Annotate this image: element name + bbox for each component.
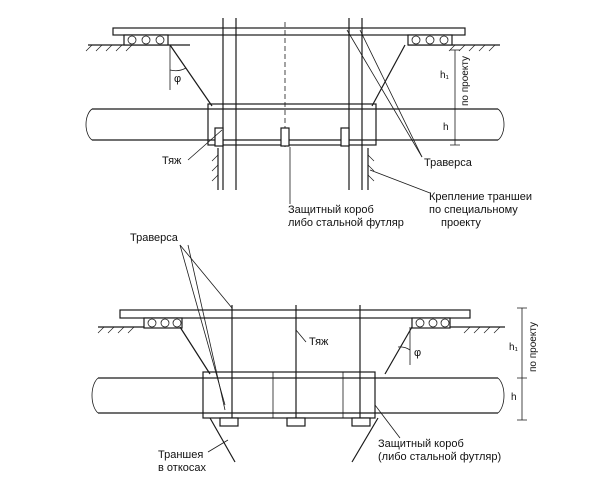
bot-leader-box	[374, 404, 401, 439]
top-clamp-3	[340, 127, 350, 147]
top-view: φ h₁ по проекту h Тяж Траверса Крепление…	[85, 18, 532, 229]
top-ground-hatch-left	[85, 44, 133, 52]
bot-leader-traversa-3	[187, 244, 226, 411]
bot-trench-slope-right	[351, 326, 413, 463]
bot-angle-arc	[397, 346, 411, 351]
bot-clamp-2	[286, 417, 306, 427]
bot-trench-slope-left	[179, 326, 236, 463]
bot-leader-traversa-2	[179, 244, 233, 309]
top-protective-box	[207, 103, 377, 146]
top-label-box-1: Защитный короб	[288, 204, 374, 216]
top-pipe-end-left	[85, 108, 93, 141]
bot-dim-note: по проекту	[528, 322, 539, 372]
top-sleepers-right	[407, 34, 453, 46]
bot-label-box-2: (либо стальной футляр)	[378, 451, 501, 463]
bot-sleepers-right	[411, 317, 451, 329]
bot-clamp-3	[351, 417, 371, 427]
bottom-view: φ h₁ по проекту h Траверса Тяж Траншея в…	[91, 232, 539, 474]
top-label-support-2: по специальному	[429, 204, 518, 216]
top-trench-slope-left	[169, 44, 213, 107]
top-leader-support	[369, 169, 431, 194]
bot-leader-tyazh	[295, 329, 307, 343]
top-trench-slope-right	[371, 44, 406, 107]
top-dim-h1: h₁	[440, 70, 450, 81]
top-pipe-end-right	[497, 108, 505, 141]
bot-clamp-1	[219, 417, 239, 427]
bot-label-trench-2: в откосах	[158, 462, 206, 474]
bot-ground-hatch-right	[463, 326, 501, 334]
top-leader-traversa2	[359, 29, 423, 158]
top-angle-label: φ	[174, 73, 181, 85]
top-dim-h: h	[443, 122, 449, 133]
top-sleepers-left	[123, 34, 169, 46]
bot-angle-label: φ	[414, 347, 421, 359]
bot-label-traversa: Траверса	[130, 232, 179, 244]
bot-sleepers-left	[143, 317, 183, 329]
bot-traverse-beam	[119, 309, 471, 319]
bot-dim-h1: h₁	[509, 342, 519, 353]
top-label-box-2: либо стальной футляр	[288, 217, 404, 229]
top-ground-hatch-right	[448, 44, 496, 52]
top-dim-ticks	[450, 49, 460, 146]
bot-protective-box	[202, 371, 376, 419]
top-clamp-2	[280, 127, 290, 147]
bot-ground-hatch-left	[97, 326, 135, 334]
bot-pipe-end-right	[497, 377, 505, 414]
top-leader-traversa	[346, 29, 423, 158]
bot-pipe-end-left	[91, 377, 99, 414]
bot-label-tyazh: Тяж	[309, 336, 329, 348]
top-clamp-1	[214, 127, 224, 147]
top-wall-hatch-left	[211, 154, 219, 182]
top-dim-note: по проекту	[460, 56, 471, 106]
top-angle-arc	[169, 67, 187, 72]
top-label-support-1: Крепление траншеи	[429, 191, 532, 203]
bot-box-seams	[272, 372, 344, 418]
top-traverse-beam	[112, 27, 466, 36]
bot-dim-h: h	[511, 392, 517, 403]
top-wall-hatch-right	[367, 154, 375, 182]
top-label-tyazh: Тяж	[162, 155, 182, 167]
top-leader-tyazh	[187, 129, 223, 161]
bot-dim-ticks	[517, 307, 527, 421]
bot-label-trench-1: Траншея	[158, 449, 203, 461]
bot-label-box-1: Защитный короб	[378, 438, 464, 450]
top-label-support-3: проекту	[441, 217, 481, 229]
bot-leader-trench	[207, 439, 229, 453]
top-label-traversa: Траверса	[424, 157, 473, 169]
